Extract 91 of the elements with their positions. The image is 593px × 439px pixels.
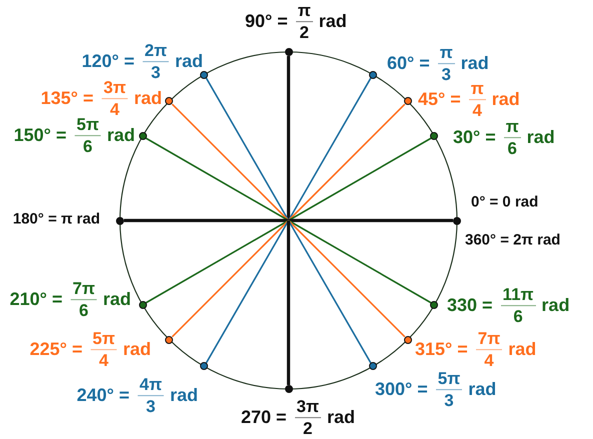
dot-icon xyxy=(430,132,438,140)
unit-label: rad xyxy=(122,340,151,360)
fraction-denominator: 4 xyxy=(109,99,120,119)
degree-label: 30° = xyxy=(453,128,496,148)
radius-line xyxy=(288,138,432,222)
dot-icon xyxy=(138,132,147,140)
angle-label: 0° = 0 rad xyxy=(471,193,538,211)
degree-label: 150° = xyxy=(14,126,66,146)
radius-line xyxy=(146,138,289,222)
fraction-denominator: 6 xyxy=(512,306,524,326)
radius-line xyxy=(288,218,453,222)
dot-icon xyxy=(138,300,147,309)
radius-line xyxy=(286,56,290,220)
dot-icon xyxy=(200,362,208,370)
fraction-denominator: 2 xyxy=(302,418,314,438)
degree-label: 300° = xyxy=(375,380,428,400)
dot-icon xyxy=(368,70,377,79)
fraction-denominator: 3 xyxy=(150,62,162,82)
fraction-numerator: 2π xyxy=(142,42,169,62)
degree-label: 135° = xyxy=(40,89,94,109)
fraction-numerator: π xyxy=(438,44,455,64)
fraction-denominator: 3 xyxy=(440,64,452,84)
fraction-numerator: 5π xyxy=(90,330,117,350)
fraction-numerator: 3π xyxy=(102,79,128,99)
dot-icon xyxy=(116,216,124,224)
degree-label: 225° = xyxy=(30,340,82,360)
radius-line xyxy=(124,218,288,222)
fraction-denominator: 6 xyxy=(506,138,518,158)
radius-line xyxy=(286,220,290,385)
fraction-denominator: 3 xyxy=(443,390,455,410)
dot-icon xyxy=(404,97,412,106)
unit-label: rad xyxy=(134,89,162,109)
fraction-denominator: 4 xyxy=(98,350,110,370)
degree-label: 330 = xyxy=(447,296,493,316)
degree-label: 240° = xyxy=(76,386,130,406)
dot-icon xyxy=(165,336,174,344)
unit-label: rad xyxy=(526,128,555,148)
unit-label: rad xyxy=(508,340,536,360)
fraction-numerator: 4π xyxy=(138,376,164,396)
unit-label: rad xyxy=(106,126,135,146)
fraction-denominator: 3 xyxy=(145,396,156,416)
degree-label: 60° = xyxy=(387,54,430,74)
dot-icon xyxy=(368,362,377,370)
radius-line xyxy=(172,220,290,338)
radius-line xyxy=(288,104,406,222)
radius-line xyxy=(288,220,372,364)
dot-icon xyxy=(430,300,438,309)
unit-label: rad xyxy=(492,90,520,110)
unit-label: rad xyxy=(468,380,496,400)
fraction-numerator: π xyxy=(504,118,521,138)
unit-label: rad xyxy=(327,408,356,428)
fraction-denominator: 4 xyxy=(472,100,483,120)
fraction-numerator: 5π xyxy=(74,116,101,136)
angle-label: 360° = 2π rad xyxy=(465,231,560,249)
fraction-numerator: 7π xyxy=(70,280,97,300)
degree-label: 45° = xyxy=(418,90,461,110)
radius-line xyxy=(288,220,406,338)
radius-line xyxy=(288,78,372,221)
radius-line xyxy=(146,220,289,304)
fraction-numerator: π xyxy=(468,80,486,100)
dot-icon xyxy=(404,336,412,344)
degree-label: 270 = xyxy=(241,408,287,428)
fraction-numerator: 5π xyxy=(436,370,462,390)
dot-icon xyxy=(453,216,461,224)
unit-label: rad xyxy=(174,52,203,72)
fraction-numerator: π xyxy=(296,2,313,22)
fraction-denominator: 2 xyxy=(298,22,310,42)
unit-label: rad xyxy=(102,290,131,310)
unit-label: rad xyxy=(542,296,570,316)
fraction-denominator: 6 xyxy=(78,300,90,320)
fraction-denominator: 4 xyxy=(483,350,495,370)
dot-icon xyxy=(284,48,292,56)
unit-label: rad xyxy=(170,386,198,406)
radius-line xyxy=(206,220,290,364)
degree-label: 210° = xyxy=(10,290,62,310)
dot-icon xyxy=(200,70,208,79)
degree-label: 315° = xyxy=(415,340,468,360)
radius-line xyxy=(288,220,432,304)
radius-line xyxy=(206,78,290,221)
fraction-numerator: 3π xyxy=(294,398,322,418)
fraction-numerator: 7π xyxy=(476,330,502,350)
degree-label: 90° = xyxy=(245,12,288,32)
unit-label: rad xyxy=(460,54,489,74)
fraction-numerator: 11π xyxy=(500,286,536,306)
angle-label: 180° = π rad xyxy=(12,210,100,228)
dot-icon xyxy=(165,97,174,106)
unit-label: rad xyxy=(318,12,347,32)
dot-icon xyxy=(284,385,292,393)
fraction-denominator: 6 xyxy=(82,136,94,156)
degree-label: 120° = xyxy=(82,52,134,72)
radius-line xyxy=(172,104,290,222)
